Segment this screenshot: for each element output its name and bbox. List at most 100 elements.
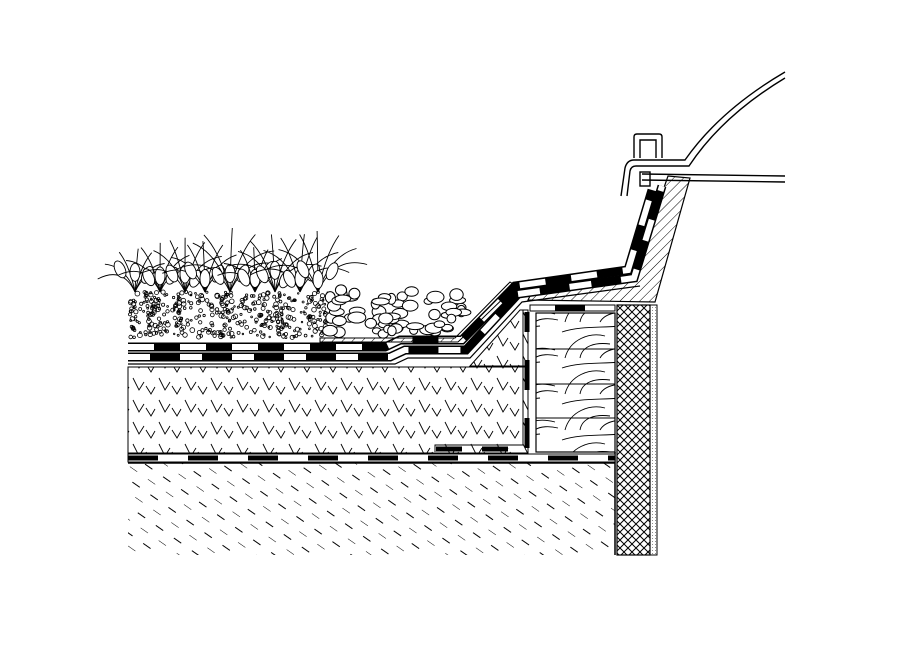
- thermal-insulation: [127, 366, 529, 454]
- substrate-grain: [199, 296, 206, 303]
- substrate-grain: [276, 319, 281, 325]
- substrate-grain: [265, 291, 270, 296]
- substrate-grain: [306, 321, 312, 327]
- substrate-grain: [242, 296, 247, 301]
- substrate-grain: [143, 292, 150, 298]
- substrate-grain: [158, 298, 162, 302]
- substrate-grain: [222, 322, 228, 328]
- substrate-grain: [239, 312, 243, 316]
- substrate-grain: [128, 309, 133, 313]
- gravel-stone: [347, 311, 367, 324]
- substrate-grain: [149, 298, 154, 304]
- plant-leaf: [312, 270, 324, 290]
- substrate-grain: [266, 309, 270, 314]
- substrate-grain: [257, 312, 263, 318]
- drainage-mat: [319, 281, 517, 343]
- substrate-grain: [176, 310, 182, 316]
- substrate-grain: [244, 324, 250, 330]
- substrate-grain: [149, 305, 155, 311]
- substrate-grain: [257, 296, 261, 300]
- plant-leaf: [154, 266, 166, 286]
- substrate-grain: [172, 295, 176, 300]
- substrate-grain: [219, 296, 225, 302]
- substrate-grain: [286, 306, 292, 311]
- substrate-grain: [215, 310, 219, 315]
- substrate-grain: [317, 304, 322, 309]
- plant-leaf: [224, 264, 236, 284]
- substrate-grain: [275, 324, 279, 328]
- substrate-grain: [165, 320, 170, 324]
- gravel-stone: [371, 297, 390, 306]
- substrate-grain: [198, 308, 203, 313]
- substrate-grain: [312, 300, 318, 306]
- substrate-grain: [291, 317, 297, 322]
- substrate-grain: [176, 303, 183, 309]
- gravel-stone: [446, 313, 457, 324]
- facade-render: [649, 304, 658, 556]
- substrate-grain: [225, 308, 230, 312]
- substrate-grain: [172, 332, 176, 336]
- substrate-grain: [158, 322, 163, 327]
- substrate-grain: [146, 318, 152, 325]
- substrate-grain: [229, 298, 235, 304]
- substrate-grain: [196, 330, 202, 335]
- substrate-grain: [170, 307, 175, 313]
- substrate-grain: [148, 311, 154, 317]
- substrate-grain: [225, 304, 229, 307]
- substrate-grain: [228, 330, 235, 337]
- substrate-grain: [127, 299, 134, 306]
- substrate-grain: [199, 334, 204, 338]
- substrate-grain: [290, 299, 294, 303]
- substrate-grain: [158, 329, 163, 334]
- substrate-grain: [133, 309, 139, 315]
- substrate-grain: [207, 327, 212, 332]
- substrate-grain: [279, 306, 283, 310]
- substrate-grain: [209, 321, 214, 326]
- substrate-grain: [233, 305, 236, 308]
- substrate-grain: [197, 314, 201, 318]
- substrate-grain: [185, 322, 190, 327]
- substrate-grain: [176, 309, 181, 313]
- substrate-grain: [231, 307, 235, 311]
- plant-leaf: [129, 262, 141, 282]
- substrate-grain: [261, 302, 267, 308]
- substrate-grain: [249, 308, 253, 312]
- substrate-grain: [288, 325, 292, 329]
- plant-leaf: [237, 250, 276, 293]
- substrate-grain: [241, 332, 245, 336]
- plant-leaf: [296, 260, 310, 279]
- substrate-grain: [239, 322, 244, 327]
- substrate-grain: [263, 318, 269, 324]
- substrate-grain: [231, 335, 236, 339]
- substrate-grain: [290, 307, 296, 313]
- substrate-grain: [262, 333, 266, 337]
- substrate-grain: [261, 322, 268, 328]
- substrate-grain: [166, 305, 169, 308]
- substrate-grain: [296, 331, 302, 337]
- substrate-grain: [306, 315, 311, 320]
- substrate-grain: [228, 318, 232, 322]
- substrate-grain: [129, 309, 134, 314]
- substrate-grain: [250, 315, 253, 319]
- substrate-grain: [131, 301, 137, 307]
- substrate-grain: [132, 328, 137, 332]
- substrate-grain: [179, 322, 183, 326]
- substrate-grain: [139, 301, 144, 306]
- substrate-grain: [175, 323, 180, 328]
- substrate-grain: [129, 316, 135, 322]
- plant-leaf: [184, 242, 206, 293]
- substrate-grain: [134, 315, 138, 319]
- substrate-grain: [253, 307, 257, 311]
- substrate-grain: [312, 328, 318, 334]
- substrate-grain: [190, 318, 193, 322]
- gravel-stone: [348, 287, 361, 300]
- substrate-grain: [283, 322, 289, 328]
- timber-blocking: [529, 304, 616, 453]
- substrate-grain: [223, 290, 227, 294]
- substrate-grain: [277, 291, 282, 295]
- substrate-grain: [312, 323, 318, 329]
- substrate-grain: [277, 316, 283, 322]
- substrate-grain: [278, 293, 282, 297]
- substrate-grain: [204, 326, 208, 331]
